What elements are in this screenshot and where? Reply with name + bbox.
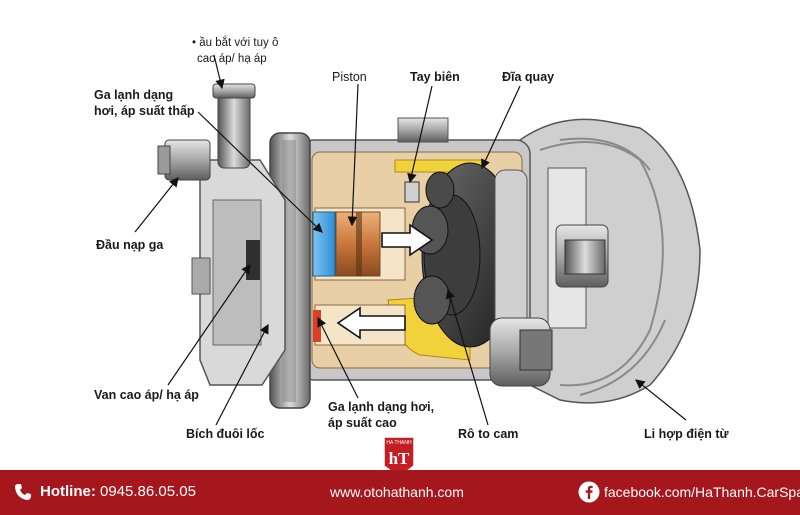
piston-label: Piston xyxy=(332,70,367,84)
discharge-arrow xyxy=(336,306,406,340)
low-gas-label-line2: hơi, áp suất thấp xyxy=(94,104,195,118)
charge-port-label: Đầu nạp ga xyxy=(96,238,164,252)
clutch-label: Li hợp điện từ xyxy=(644,427,729,441)
facebook-link[interactable]: facebook.com/HaThanh.CarSpa xyxy=(604,484,800,500)
hotline-number: 0945.86.05.05 xyxy=(100,483,196,500)
cam-rotor-label: Rô to cam xyxy=(458,427,519,441)
swash-plate-label: Đĩa quay xyxy=(502,70,555,84)
hotline[interactable]: Hotline: 0945.86.05.05 xyxy=(40,482,196,502)
low-gas-label-line1: Ga lạnh dạng xyxy=(94,88,174,102)
high-gas-label-line1: Ga lạnh dạng hơi, xyxy=(328,400,435,414)
flow-arrows xyxy=(336,223,434,340)
rear-cover xyxy=(157,83,286,386)
suction-arrow xyxy=(381,223,434,257)
website-link[interactable]: www.otohathanh.com xyxy=(330,484,464,500)
logo-letters: hT xyxy=(389,449,410,468)
port-label-line2: cao áp/ hạ áp xyxy=(197,53,267,65)
leader-lines xyxy=(134,54,687,426)
footer-bar: Hotline: 0945.86.05.05 www.otohathanh.co… xyxy=(0,470,800,515)
port-label-line1: • ầu bắt với tuy ô xyxy=(192,37,279,49)
high-gas-label-line2: áp suất cao xyxy=(328,416,397,430)
facebook-icon xyxy=(578,481,600,503)
valve-label: Van cao áp/ hạ áp xyxy=(94,388,199,402)
clutch-pulley xyxy=(519,118,701,404)
swash-plate xyxy=(404,162,553,387)
hotline-label: Hotline: xyxy=(40,483,96,500)
logo-small-text: HA THANH xyxy=(386,440,412,446)
phone-icon xyxy=(15,484,31,500)
tail-flange-label: Bích đuôi lốc xyxy=(186,427,265,441)
con-rod-label: Tay biên xyxy=(410,70,460,84)
compressor-diagram xyxy=(134,54,701,426)
hathanh-logo: HA THANH hT xyxy=(383,436,415,478)
